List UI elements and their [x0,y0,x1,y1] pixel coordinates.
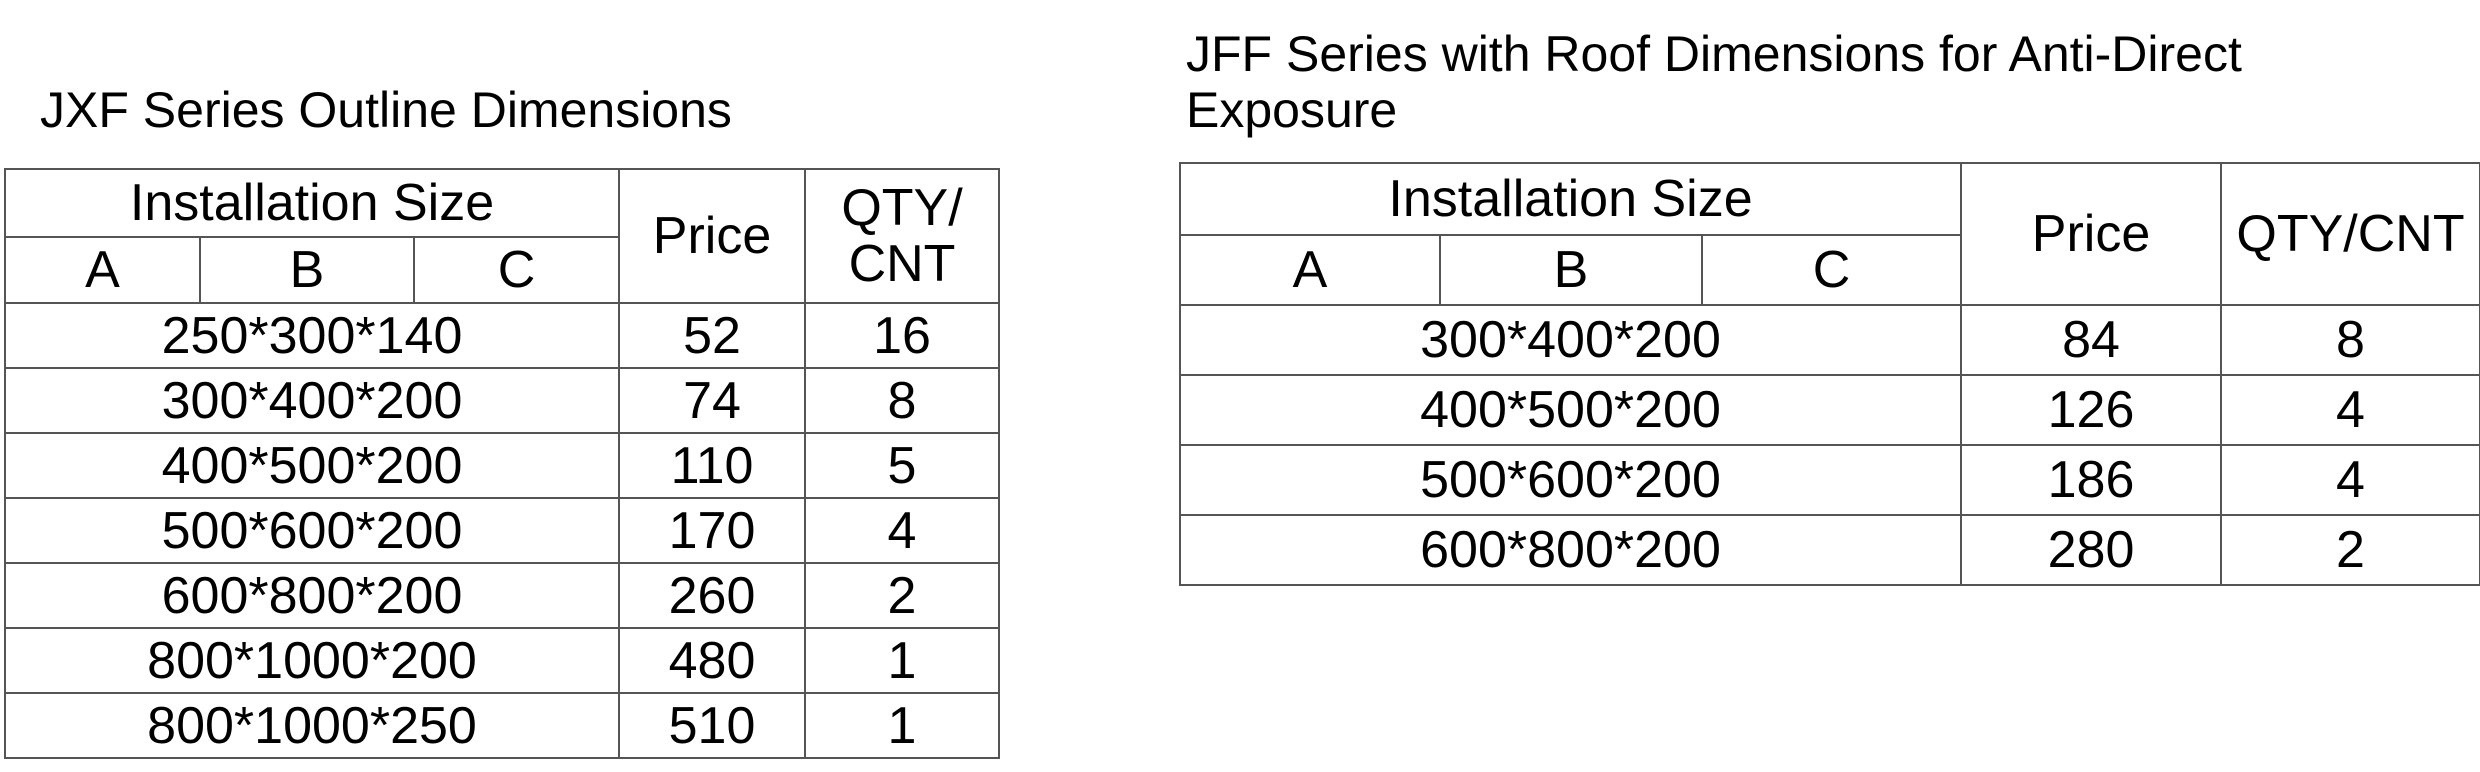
size-cell: 400*500*200 [1178,374,1963,446]
qty-cell: 4 [804,497,1001,564]
jxf-dimensions-table: Installation Size Price QTY/CNT A B C 25… [3,168,1001,759]
price-cell: 110 [618,432,807,499]
price-cell: 170 [618,497,807,564]
size-cell: 800*1000*200 [3,627,621,694]
qty-cell: 8 [804,367,1001,434]
table-row: 400*500*200 110 5 [3,432,1001,499]
price-header: Price [1960,162,2223,306]
price-cell: 186 [1960,444,2223,516]
qty-cell: 4 [2220,374,2480,446]
qty-cell: 8 [2220,304,2480,376]
qty-cell: 1 [804,692,1001,759]
table-row: 250*300*140 52 16 [3,302,1001,369]
qty-cell: 4 [2220,444,2480,516]
qty-header-line1: QTY/ [841,179,963,237]
jff-title-line2: Exposure [1186,82,1398,138]
jxf-table-title: JXF Series Outline Dimensions [40,82,732,138]
qty-cell: 2 [2220,514,2480,586]
price-cell: 74 [618,367,807,434]
table-row: 500*600*200 186 4 [1178,444,2480,516]
size-cell: 250*300*140 [3,302,621,369]
table-row: 600*800*200 260 2 [3,562,1001,629]
table-row: 800*1000*200 480 1 [3,627,1001,694]
table-row: 300*400*200 84 8 [1178,304,2480,376]
price-cell: 52 [618,302,807,369]
column-a-header: A [1179,234,1441,306]
qty-header: QTY/CNT [804,168,1001,304]
installation-size-header: Installation Size [1178,162,1963,236]
price-header: Price [618,168,807,304]
qty-header: QTY/CNT [2220,162,2480,306]
qty-cell: 2 [804,562,1001,629]
jff-table-title: JFF Series with Roof Dimensions for Anti… [1186,26,2366,138]
price-cell: 510 [618,692,807,759]
column-c-header: C [412,236,621,304]
qty-header-line2: CNT [848,235,956,293]
installation-size-header: Installation Size [3,168,621,238]
qty-cell: 1 [804,627,1001,694]
table-header-row: Installation Size Price QTY/CNT [3,168,1001,304]
column-b-header: B [199,236,415,304]
table-header-row: Installation Size Price QTY/CNT [1178,162,2480,306]
qty-cell: 5 [804,432,1001,499]
table-row: 600*800*200 280 2 [1178,514,2480,586]
jff-title-line1: JFF Series with Roof Dimensions for Anti… [1186,26,2242,82]
price-cell: 260 [618,562,807,629]
table-row: 400*500*200 126 4 [1178,374,2480,446]
size-cell: 600*800*200 [3,562,621,629]
price-cell: 126 [1960,374,2223,446]
size-cell: 500*600*200 [3,497,621,564]
price-cell: 84 [1960,304,2223,376]
table-subheader-row: A B C [1179,234,2480,306]
size-cell: 500*600*200 [1178,444,1963,516]
table-row: 800*1000*250 510 1 [3,692,1001,759]
size-cell: 400*500*200 [3,432,621,499]
column-a-header: A [4,236,201,304]
table-row: 300*400*200 74 8 [3,367,1001,434]
table-row: 500*600*200 170 4 [3,497,1001,564]
size-cell: 300*400*200 [1178,304,1963,376]
jff-dimensions-table: Installation Size Price QTY/CNT A B C 30… [1178,162,2480,586]
size-cell: 800*1000*250 [3,692,621,759]
size-cell: 300*400*200 [3,367,621,434]
price-cell: 480 [618,627,807,694]
size-cell: 600*800*200 [1178,514,1963,586]
qty-cell: 16 [804,302,1001,369]
column-b-header: B [1439,234,1703,306]
table-subheader-row: A B C [4,236,999,304]
column-c-header: C [1700,234,1963,306]
price-cell: 280 [1960,514,2223,586]
